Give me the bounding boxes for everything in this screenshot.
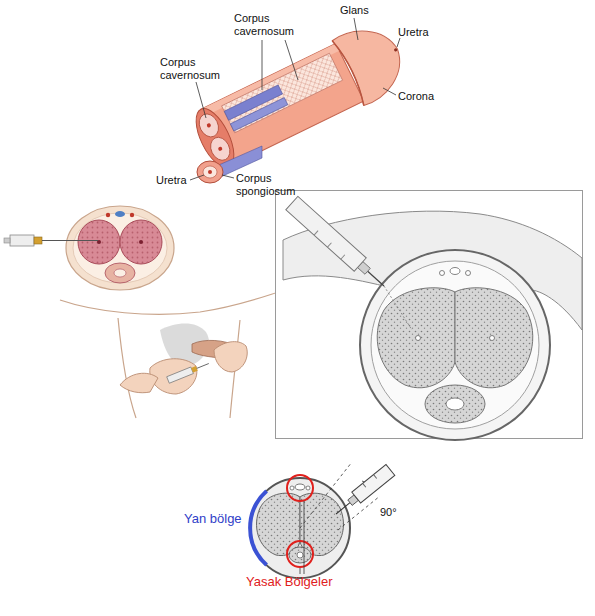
penis-cutaway-part-part [206, 123, 211, 128]
leader-line-part [262, 40, 263, 90]
cross-section-grey-part [425, 385, 485, 423]
injection-zones-part [300, 493, 343, 555]
cross-section-grey-part [490, 336, 495, 341]
penis-cutaway-part-part [222, 53, 343, 133]
injection-zones-part [257, 493, 300, 555]
syringe [4, 235, 98, 246]
cross-section-grey [276, 191, 583, 441]
injection-zones-part-part [336, 503, 350, 514]
anatomy-label: Corona [398, 90, 434, 103]
leader-line [190, 18, 400, 180]
cross-section-grey-part [466, 271, 471, 276]
injection-zones-part [297, 552, 303, 558]
syringe-part [42, 240, 98, 241]
anatomy-label: Corpus cavernosum [160, 56, 226, 81]
cross-section-grey-part-part [368, 271, 384, 286]
cross-section-grey-part [286, 196, 390, 292]
cross-section-grey-part [371, 261, 539, 429]
anatomy-label: Glans [340, 4, 369, 17]
penis-cutaway-part-part [332, 39, 368, 106]
injection-figure-part [118, 318, 136, 418]
injection-zones-part-part [352, 465, 395, 504]
cross-section-grey-part-part [327, 243, 331, 247]
anatomy-label: Uretra [156, 174, 187, 187]
penis-cutaway-part-part [230, 98, 287, 131]
penis-cutaway-part-part [201, 43, 364, 166]
cross-section-color [66, 206, 174, 290]
injection-figure-part [214, 342, 247, 372]
injection-figure-part [150, 359, 197, 394]
penis-cutaway [186, 16, 413, 183]
injection-figure-part-part [197, 364, 209, 369]
cross-section-grey-part [377, 288, 455, 388]
anatomy-label: Corpus cavernosum [234, 12, 300, 37]
cross-section-grey-part [450, 268, 460, 275]
syringe-part [4, 238, 10, 243]
cross-section-color-part [120, 220, 162, 264]
injection-zones-part [290, 486, 294, 490]
injection-figure-part [120, 373, 158, 392]
penis-cutaway-part-part [218, 146, 223, 151]
leader-line-part [190, 175, 204, 180]
cross-section-grey-part-part [341, 255, 345, 259]
syringe-part [34, 237, 42, 244]
injection-zones-part-part [374, 475, 377, 479]
penis-cutaway-part [203, 166, 217, 178]
leader-line-part [354, 18, 358, 40]
leader-line-part [285, 40, 298, 80]
penis-cutaway-part [208, 170, 212, 174]
injection-figure-part [167, 360, 210, 383]
leader-line-part [397, 38, 400, 47]
injection-figure-part [60, 290, 285, 314]
leader-line-part [196, 82, 206, 118]
leader-line-part [383, 88, 396, 95]
injection-figure-part-part [191, 366, 198, 373]
cross-section-grey-part [384, 286, 412, 330]
cross-section-grey-part [416, 336, 421, 341]
cross-section-color-part [115, 211, 125, 217]
cross-section-grey-part [440, 271, 445, 276]
anatomy-label: Yasak Bölgeler [246, 575, 332, 590]
injection-zones-part [295, 484, 305, 490]
injection-zones-part [300, 462, 352, 528]
cross-section-grey-part [360, 250, 550, 440]
penis-cutaway-part-part [207, 134, 234, 163]
cross-section-grey-part [446, 398, 464, 410]
penis-cutaway-part-part [394, 48, 398, 52]
leader-line-part [222, 175, 234, 178]
syringe-part [10, 235, 34, 246]
injection-zones-part [287, 475, 313, 501]
cross-section-grey-part-part [286, 196, 366, 271]
injection-figure-part-part [167, 367, 194, 383]
injection-figure [60, 290, 285, 418]
cross-section-color-part [73, 213, 167, 283]
injection-zones-part-part [363, 483, 366, 487]
injection-zones [250, 462, 395, 578]
cross-section-color-part [78, 220, 120, 264]
injection-zones-part [287, 541, 313, 567]
penis-cutaway-part [197, 161, 223, 183]
cross-section-color-part [130, 213, 134, 217]
anatomy-label: Yan bölge [184, 512, 242, 527]
anatomy-label: 90° [380, 506, 397, 519]
injection-zones-part [300, 568, 301, 574]
anatomy-label: Corpus spongiosum [236, 172, 306, 197]
cross-section-color-part [139, 240, 143, 244]
penis-cutaway-part [186, 16, 413, 177]
penis-cutaway-part-part [196, 111, 223, 140]
injection-zones-part [289, 547, 311, 563]
injection-zones-part [306, 486, 310, 490]
cross-section-grey-part [455, 288, 533, 388]
cross-section-grey-part-part [314, 231, 318, 235]
cross-section-color-part [66, 206, 174, 290]
cross-section-color-part [106, 213, 110, 217]
cross-section-color-part [114, 269, 126, 277]
anatomy-label: Uretra [398, 26, 429, 39]
cross-section-color-part [105, 263, 135, 283]
injection-zones-part [304, 501, 305, 574]
